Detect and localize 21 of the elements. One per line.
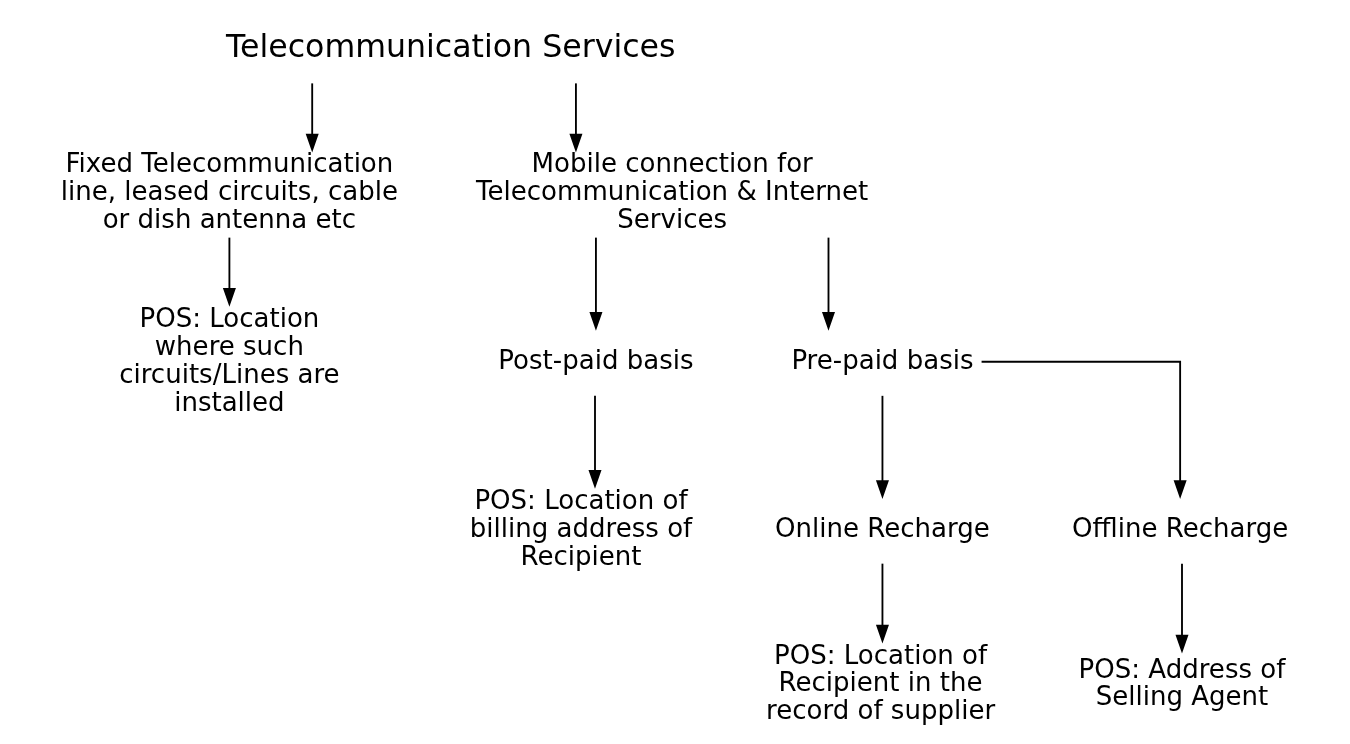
node-text: POS: Location of billing address of Recipient: [469, 485, 693, 571]
node-text: Pre-paid basis: [791, 344, 974, 375]
arrow: [875, 562, 889, 644]
node-text: Offline Recharge: [1072, 513, 1289, 544]
arrow: [980, 360, 1187, 499]
arrow: [569, 82, 583, 153]
node-text: Mobile connection for Telecommunication & Internet Services: [476, 148, 869, 235]
node-text: Fixed Telecommunication line, leased circuits, cable or dish antenna etc: [60, 148, 398, 235]
node-text: Online Recharge: [775, 513, 990, 544]
arrow: [821, 236, 835, 331]
arrow: [1175, 562, 1189, 654]
node-text: POS: Location of Recipient in the record of supplier: [766, 639, 996, 726]
node-text: POS: Location where such circuits/Lines are installed: [119, 302, 340, 417]
arrow: [305, 82, 319, 153]
arrow: [588, 394, 602, 489]
arrow: [589, 236, 603, 331]
arrow: [222, 236, 236, 307]
node-text: Post-paid basis: [498, 344, 694, 375]
node-text: Telecommunication Services: [226, 27, 676, 64]
node-text: POS: Address of Selling Agent: [1078, 653, 1286, 712]
arrow: [875, 394, 889, 499]
